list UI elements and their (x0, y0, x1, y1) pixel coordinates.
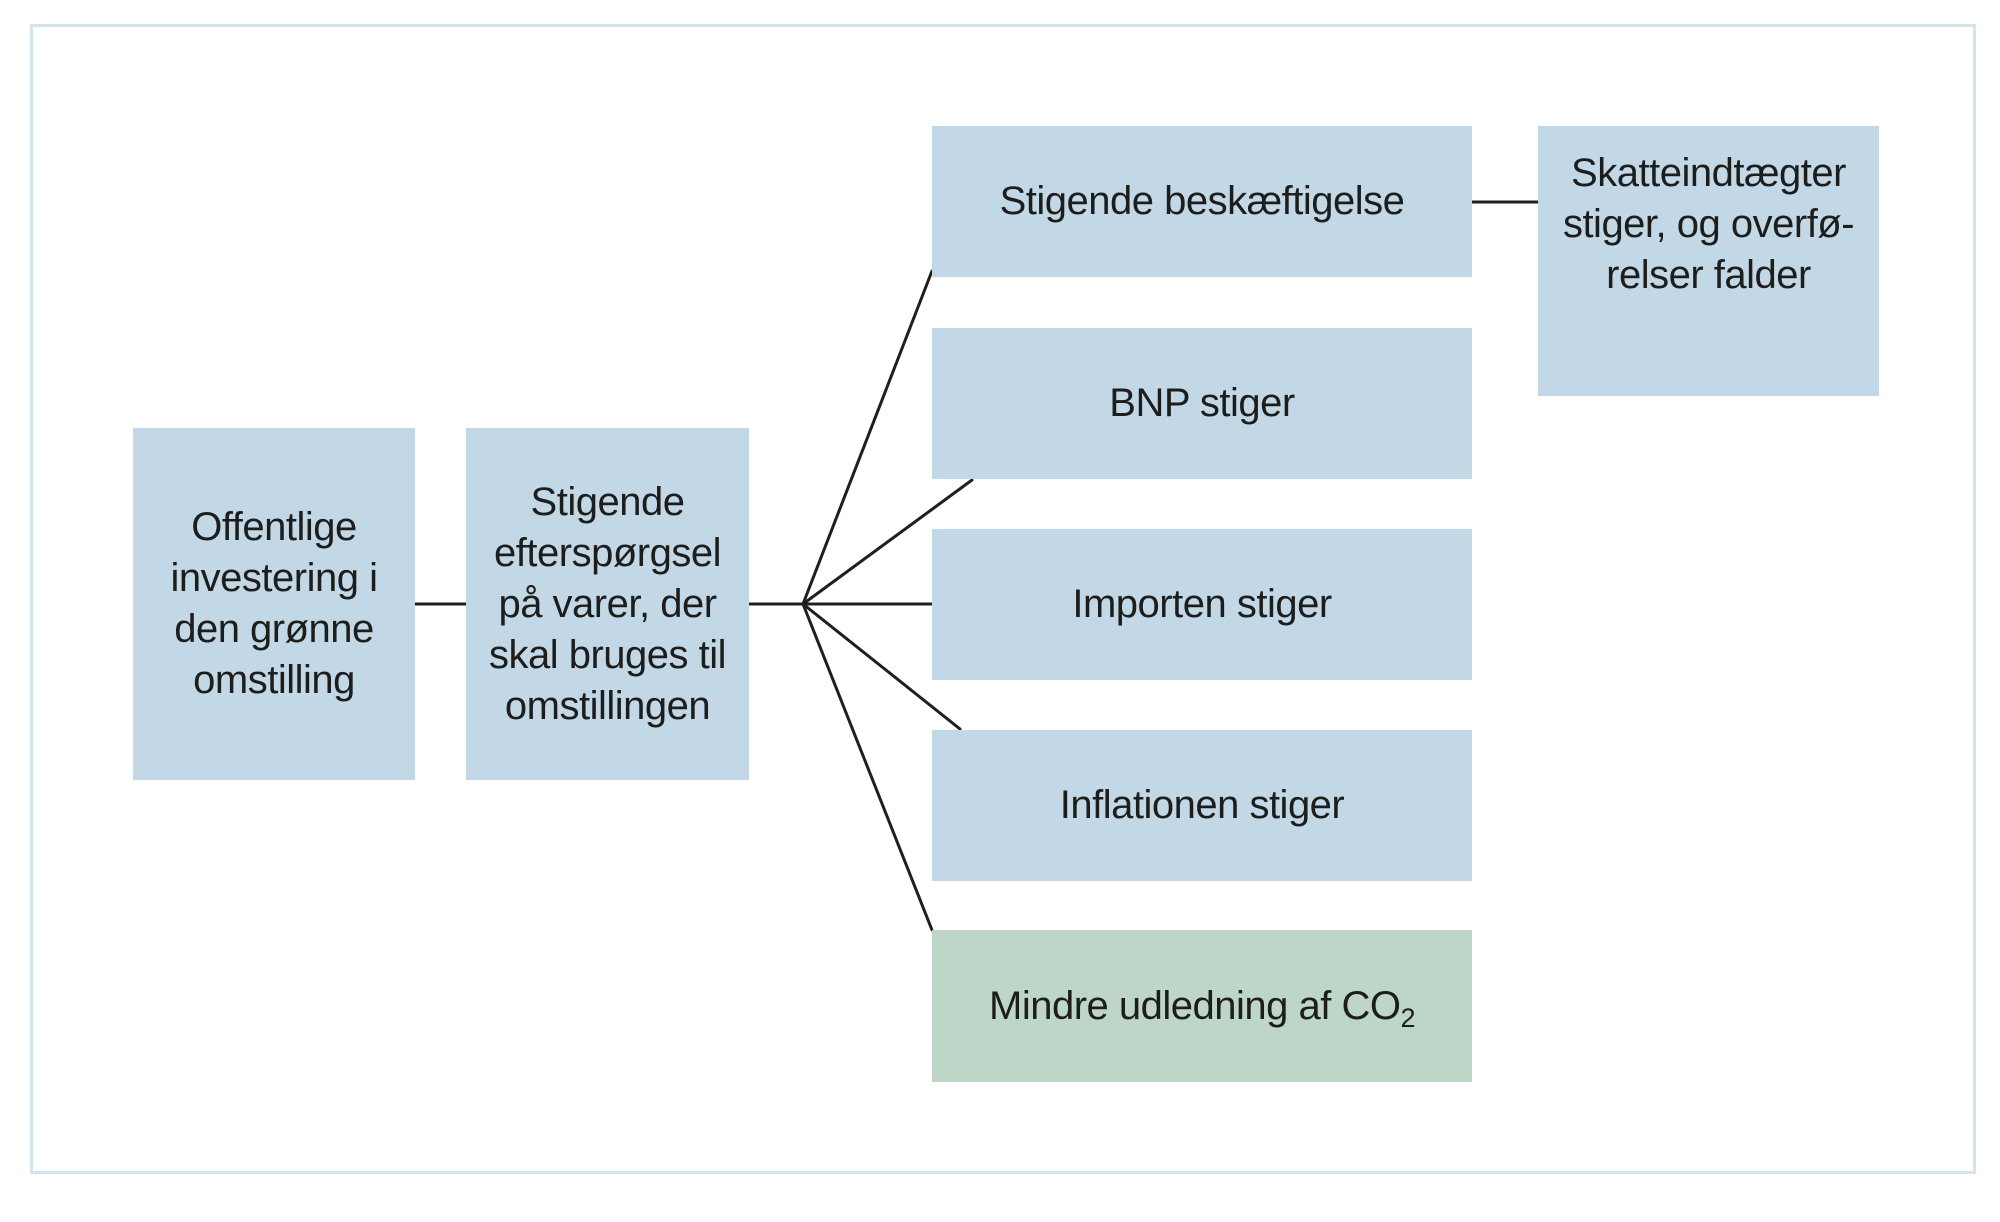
less-co2-label: Mindre udledning af CO2 (989, 981, 1415, 1032)
connector-hub-to-inflation (801, 602, 962, 731)
node-public-investment: Offentlige investering i den grønne omst… (133, 428, 415, 780)
node-tax-revenue: Skatteindtægter stiger, og overfø- relse… (1538, 126, 1879, 396)
node-inflation-rises: Inflationen stiger (932, 730, 1472, 881)
co2-subscript: 2 (1400, 1002, 1415, 1033)
connector-hub-to-co2 (801, 602, 934, 932)
node-less-co2: Mindre udledning af CO2 (932, 930, 1472, 1082)
node-imports-rise: Importen stiger (932, 529, 1472, 680)
connector-hub-to-employment (801, 269, 934, 606)
connector-hub-to-gdp (801, 478, 974, 606)
node-rising-demand: Stigende efterspørgsel på varer, der ska… (466, 428, 749, 780)
less-co2-main-text: Mindre udledning af CO (989, 983, 1401, 1028)
node-rising-employment: Stigende beskæftigelse (932, 126, 1472, 277)
node-gdp-rises: BNP stiger (932, 328, 1472, 479)
